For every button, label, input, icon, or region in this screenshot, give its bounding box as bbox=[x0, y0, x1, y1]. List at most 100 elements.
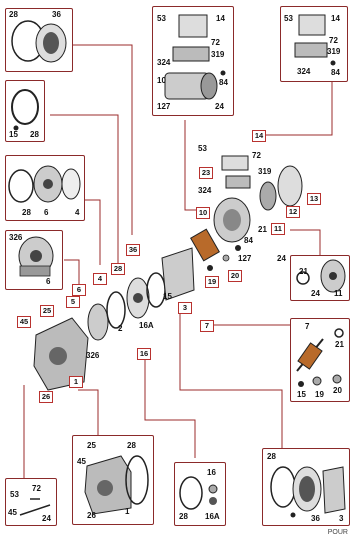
line-36 bbox=[72, 44, 133, 235]
part-box-seal-flange: 28 36 bbox=[5, 8, 73, 72]
label-24: 24 bbox=[42, 514, 51, 523]
line-3 bbox=[179, 310, 283, 448]
label-6: 6 bbox=[46, 277, 51, 286]
tag-25: 25 bbox=[40, 305, 54, 317]
tag-20: 20 bbox=[228, 270, 242, 282]
seal-drawing bbox=[179, 476, 218, 510]
tag-26: 26 bbox=[39, 391, 53, 403]
label-20: 20 bbox=[333, 386, 342, 395]
tag-13: 13 bbox=[307, 193, 321, 205]
part-box-back-flange: 28 36 3 bbox=[262, 448, 350, 526]
label-28: 28 bbox=[179, 512, 188, 521]
main-label-16A: 16A bbox=[139, 321, 154, 330]
label-4: 4 bbox=[75, 208, 80, 217]
pump-body-drawing bbox=[84, 455, 149, 515]
label-15: 15 bbox=[9, 130, 18, 139]
label-26: 26 bbox=[87, 511, 96, 520]
label-324: 324 bbox=[297, 67, 311, 76]
label-72: 72 bbox=[211, 38, 220, 47]
tag-6: 6 bbox=[72, 284, 86, 296]
label-28: 28 bbox=[9, 10, 18, 19]
label-7: 7 bbox=[305, 322, 310, 331]
main-label-2: 2 bbox=[118, 324, 123, 333]
label-45: 45 bbox=[77, 457, 86, 466]
label-16A: 16A bbox=[205, 512, 220, 521]
line-14 bbox=[265, 70, 333, 136]
main-label-24: 24 bbox=[277, 254, 286, 263]
motor-terminal-drawing bbox=[164, 14, 226, 100]
label-10: 10 bbox=[157, 76, 166, 85]
part-box-diffuser: 326 6 bbox=[5, 230, 63, 290]
part-box-screws: 53 72 45 24 bbox=[5, 478, 57, 526]
tag-19: 19 bbox=[205, 276, 219, 288]
tag-5: 5 bbox=[66, 296, 80, 308]
line-16 bbox=[144, 360, 196, 458]
label-28: 28 bbox=[22, 208, 31, 217]
tag-10: 10 bbox=[196, 207, 210, 219]
line-6 bbox=[64, 259, 80, 285]
label-127: 127 bbox=[157, 102, 171, 111]
part-box-fan: 21 24 11 bbox=[290, 255, 350, 301]
diffuser-drawing bbox=[18, 236, 54, 277]
tag-16: 16 bbox=[137, 348, 151, 360]
part-box-impeller: 28 6 4 bbox=[5, 155, 85, 221]
main-label-21: 21 bbox=[258, 225, 267, 234]
label-326: 326 bbox=[9, 233, 23, 242]
line-1 bbox=[78, 389, 99, 435]
label-319: 319 bbox=[327, 47, 341, 56]
label-36: 36 bbox=[52, 10, 61, 19]
tag-28: 28 bbox=[111, 263, 125, 275]
main-label-72: 72 bbox=[252, 151, 261, 160]
line-4 bbox=[82, 199, 101, 265]
tag-23: 23 bbox=[199, 167, 213, 179]
main-label-53: 53 bbox=[198, 144, 207, 153]
tag-11: 11 bbox=[271, 223, 285, 235]
label-319: 319 bbox=[211, 50, 225, 59]
label-21: 21 bbox=[299, 267, 308, 276]
line-11 bbox=[290, 229, 321, 255]
label-14: 14 bbox=[331, 14, 340, 23]
label-28: 28 bbox=[267, 452, 276, 461]
label-15: 15 bbox=[297, 390, 306, 399]
label-1: 1 bbox=[125, 507, 130, 516]
screws-drawing bbox=[19, 498, 51, 516]
tag-45: 45 bbox=[17, 316, 31, 328]
line-28 bbox=[50, 114, 119, 265]
label-72: 72 bbox=[32, 484, 41, 493]
main-label-127: 127 bbox=[238, 254, 252, 263]
part-box-shaft: 7 21 15 19 20 bbox=[290, 318, 350, 402]
label-19: 19 bbox=[315, 390, 324, 399]
tag-14: 14 bbox=[252, 130, 266, 142]
label-14: 14 bbox=[216, 14, 225, 23]
label-24: 24 bbox=[215, 102, 224, 111]
impeller-drawing bbox=[8, 165, 81, 203]
footer-text: POUR bbox=[327, 529, 348, 536]
label-21: 21 bbox=[335, 340, 344, 349]
main-label-15: 15 bbox=[163, 292, 172, 301]
main-label-319: 319 bbox=[258, 167, 272, 176]
label-53: 53 bbox=[284, 14, 293, 23]
label-45: 45 bbox=[8, 508, 17, 517]
tag-12: 12 bbox=[286, 206, 300, 218]
line-10 bbox=[184, 120, 200, 211]
label-25: 25 bbox=[87, 441, 96, 450]
part-box-pump-body: 25 45 26 28 1 bbox=[72, 435, 154, 525]
label-84: 84 bbox=[219, 78, 228, 87]
back-flange-drawing bbox=[270, 466, 346, 518]
tag-1: 1 bbox=[69, 376, 83, 388]
label-3: 3 bbox=[339, 514, 344, 523]
label-84: 84 bbox=[331, 68, 340, 77]
fan-drawing bbox=[296, 259, 346, 293]
label-28: 28 bbox=[127, 441, 136, 450]
main-label-326: 326 bbox=[86, 351, 100, 360]
part-box-mechanical-seal: 16 28 16A bbox=[174, 462, 226, 526]
label-324: 324 bbox=[157, 58, 171, 67]
shaft-drawing bbox=[296, 328, 344, 387]
tag-3: 3 bbox=[178, 302, 192, 314]
label-36: 36 bbox=[311, 514, 320, 523]
label-16: 16 bbox=[207, 468, 216, 477]
label-53: 53 bbox=[10, 490, 19, 499]
